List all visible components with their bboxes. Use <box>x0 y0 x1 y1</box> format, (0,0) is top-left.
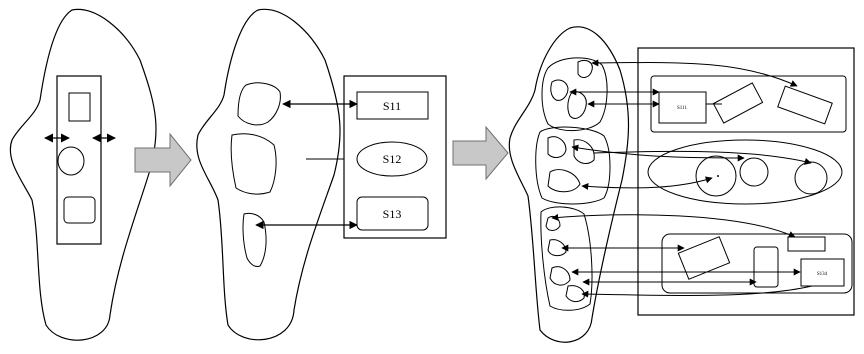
stage-1-circle-element <box>57 146 85 176</box>
stage-3-arrow-circle-3 <box>593 150 812 165</box>
stage-3-arrow-bottom-curve <box>551 213 796 238</box>
stage-3-dot <box>717 175 719 177</box>
stage-2-s11-box <box>356 91 429 120</box>
stage-2-footprint: S11 S12 S13 <box>196 8 447 341</box>
footprint-outline-3 <box>508 26 630 343</box>
footprint-outline-2 <box>196 8 341 341</box>
stage-3-small-rect <box>787 236 826 252</box>
stage-3-circle-1 <box>695 155 737 197</box>
stage-3-group-2-ellipse <box>647 139 843 205</box>
stage-2-s12-ellipse <box>356 141 428 177</box>
stage-3-subblob-1 <box>550 79 569 101</box>
stage-3-subblob-2 <box>577 59 593 78</box>
stage-2-s11-label: S11 <box>383 99 401 113</box>
stage-3-s111-label: S111 <box>677 106 687 111</box>
stage-1-footprint <box>9 8 157 341</box>
stage-2-s13-box <box>356 196 429 231</box>
stage-2-blob-middle <box>230 133 277 195</box>
stage-3-subblob-7 <box>545 215 561 231</box>
stage-3-subblob-10 <box>565 285 585 303</box>
stage-3-tall-rect <box>753 246 779 288</box>
stage-3-subblob-8 <box>547 239 567 257</box>
stage-3-tilted-rect-3 <box>677 236 731 280</box>
stage-3-group-3-box <box>661 233 853 294</box>
stage-3-tilted-rect-2 <box>777 85 833 125</box>
stage-3-s134-box <box>800 258 845 287</box>
stage-3-region-middle <box>535 126 611 205</box>
stage-3-region-top <box>541 57 608 131</box>
stage-2-s13-label: S13 <box>383 207 402 221</box>
stage-2-s12-label: S12 <box>383 152 402 166</box>
footprint-outline-1 <box>9 8 157 341</box>
stage-3-tilted-rect-1 <box>712 82 764 124</box>
transition-arrow-1 <box>134 132 192 188</box>
stage-3-arrow-bottom-return <box>581 285 813 298</box>
stage-3-region-bottom <box>540 206 593 311</box>
stage-3-subblob-9 <box>549 266 571 286</box>
stage-3-subblob-5 <box>573 139 595 164</box>
stage-2-blob-top <box>237 82 281 126</box>
stage-3-s134-label: S134 <box>817 272 828 277</box>
stage-2-module-box <box>343 75 447 239</box>
transition-arrow-2 <box>452 125 509 181</box>
stage-2-blob-bottom <box>242 212 267 267</box>
stage-3-footprint: S111 S134 <box>508 26 855 343</box>
stage-1-rect-element <box>68 92 91 122</box>
stage-3-subblob-3 <box>567 91 587 119</box>
stage-3-s111-box <box>658 91 707 124</box>
stage-3-arrow-circle-2 <box>571 144 745 162</box>
stage-1-module-box <box>56 75 102 245</box>
stage-3-circle-2 <box>739 157 769 187</box>
stage-3-subblob-6 <box>547 169 581 193</box>
stage-3-subblob-4 <box>547 136 567 158</box>
stage-3-arrow-circle-1 <box>581 176 713 190</box>
stage-1-rounded-element <box>63 196 96 224</box>
stage-3-circle-3 <box>794 161 828 195</box>
stage-3-arrow-top-curve <box>591 59 798 87</box>
